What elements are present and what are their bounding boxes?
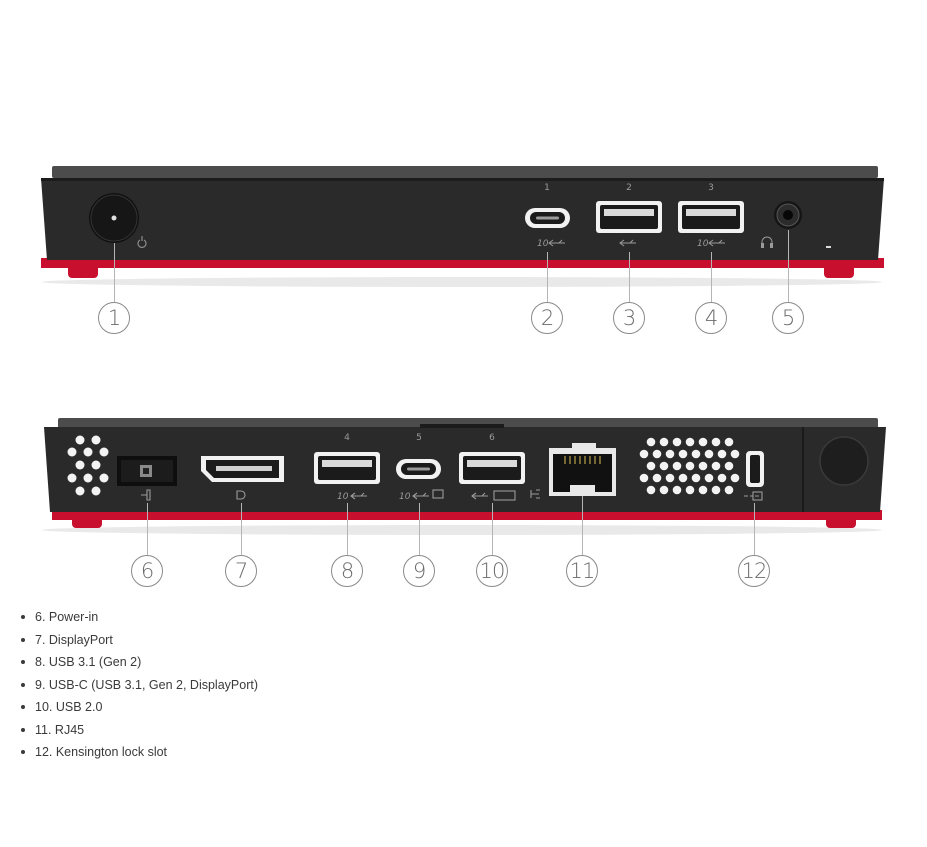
port-number-rear-4: 4 <box>344 433 350 443</box>
port-number-front-1: 1 <box>544 183 550 193</box>
leader-line <box>419 503 420 555</box>
callout-8: 8 <box>331 555 363 587</box>
legend-item: 11. RJ45 <box>20 721 258 744</box>
leader-line <box>788 230 789 302</box>
leader-line <box>547 252 548 302</box>
usb-10gbps-icon: 10 <box>537 239 549 249</box>
usb-icon <box>471 492 488 500</box>
keyboard-icon <box>493 490 516 501</box>
power-in-port <box>117 456 177 486</box>
legend-item: 9. USB-C (USB 3.1, Gen 2, DisplayPort) <box>20 676 258 699</box>
usb-10gbps-icon: 10 <box>337 492 349 502</box>
rj45-port <box>549 443 616 496</box>
leader-line <box>492 503 493 555</box>
front-chassis <box>41 178 884 260</box>
leader-line <box>147 503 148 555</box>
front-panel-view: 10 10 <box>41 166 884 287</box>
audio-jack-front <box>774 201 802 229</box>
usb-c-port-front <box>525 208 570 228</box>
leader-line <box>241 503 242 555</box>
callout-3: 3 <box>613 302 645 334</box>
callout-4: 4 <box>695 302 727 334</box>
leader-line <box>582 496 583 555</box>
headset-icon <box>761 236 773 246</box>
usb-icon <box>619 239 636 247</box>
legend-item: 10. USB 2.0 <box>20 698 258 721</box>
leader-line <box>114 243 115 302</box>
vent-left <box>67 435 109 496</box>
usb-a-port-rear-6 <box>459 452 525 484</box>
usb-c-port-rear-5 <box>396 459 441 479</box>
callout-5: 5 <box>772 302 804 334</box>
power-in-icon <box>141 489 151 501</box>
port-number-front-3: 3 <box>708 183 714 193</box>
port-number-front-2: 2 <box>626 183 632 193</box>
displayport-port <box>201 456 284 482</box>
usb-10gbps-icon: 10 <box>399 492 411 502</box>
leader-line <box>711 252 712 302</box>
callout-9: 9 <box>403 555 435 587</box>
legend-item: 12. Kensington lock slot <box>20 743 258 766</box>
rear-panel-view: 10 10 <box>42 418 886 535</box>
usb-a-port-rear-4 <box>314 452 380 484</box>
callout-1: 1 <box>98 302 130 334</box>
side-module-button <box>819 436 869 486</box>
callout-7: 7 <box>225 555 257 587</box>
leader-line <box>347 503 348 555</box>
legend-item: 7. DisplayPort <box>20 631 258 654</box>
legend-item: 8. USB 3.1 (Gen 2) <box>20 653 258 676</box>
rear-red-strip <box>52 510 882 520</box>
port-number-rear-5: 5 <box>416 433 422 443</box>
usb-10gbps-icon: 10 <box>697 239 709 249</box>
leader-line <box>629 252 630 302</box>
callout-10: 10 <box>476 555 508 587</box>
network-icon <box>530 489 540 499</box>
usb-a-port-front-3 <box>678 201 744 233</box>
vent-right <box>639 437 740 495</box>
front-red-strip <box>41 258 884 268</box>
callout-11: 11 <box>566 555 598 587</box>
displayport-icon <box>236 490 246 500</box>
callout-2: 2 <box>531 302 563 334</box>
kensington-lock-slot <box>746 451 764 487</box>
port-number-rear-6: 6 <box>489 433 495 443</box>
power-button-front <box>89 193 139 243</box>
power-symbol-icon <box>137 236 147 248</box>
leader-line <box>754 503 755 555</box>
port-legend-list: 6. Power-in 7. DisplayPort 8. USB 3.1 (G… <box>20 608 258 766</box>
callout-12: 12 <box>738 555 770 587</box>
callout-6: 6 <box>131 555 163 587</box>
legend-item: 6. Power-in <box>20 608 258 631</box>
usb-a-port-front-2 <box>596 201 662 233</box>
display-icon <box>432 489 444 499</box>
